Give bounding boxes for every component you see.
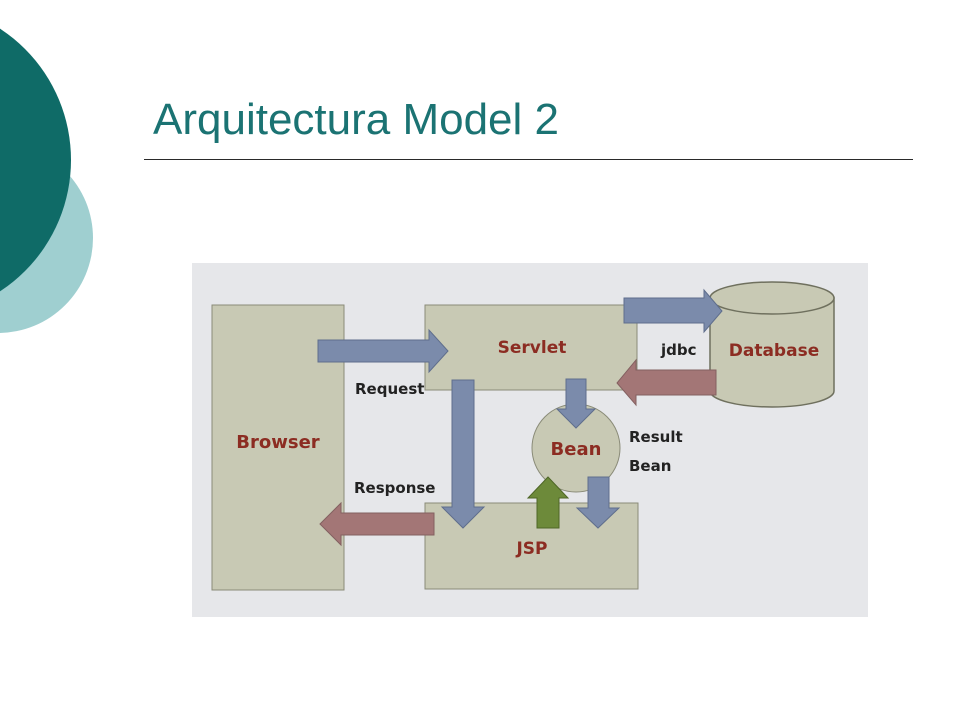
servlet-label: Servlet xyxy=(498,338,567,358)
jsp-to-bean-arrow xyxy=(526,476,570,529)
response-label: Response xyxy=(354,479,435,497)
database-cylinder xyxy=(709,281,835,408)
database-top xyxy=(709,281,835,315)
result-bean-label-line1: Result xyxy=(629,428,683,446)
browser-label: Browser xyxy=(236,432,320,453)
servlet-to-database-arrow xyxy=(623,288,723,334)
architecture-diagram: Browser Servlet JSP Database Bean Reques… xyxy=(192,263,868,617)
title-underline xyxy=(144,159,913,160)
servlet-to-bean-arrow xyxy=(555,378,597,429)
slide-title: Arquitectura Model 2 xyxy=(153,95,559,144)
jdbc-label: jdbc xyxy=(660,341,697,359)
database-body xyxy=(709,297,835,408)
response-arrow xyxy=(319,501,435,547)
bean-label: Bean xyxy=(551,439,602,460)
database-to-servlet-arrow xyxy=(616,358,717,407)
servlet-to-jsp-arrow xyxy=(440,379,486,529)
request-arrow xyxy=(317,328,449,374)
result-bean-label-line2: Bean xyxy=(629,457,671,475)
jsp-label: JSP xyxy=(515,539,547,559)
request-label: Request xyxy=(355,380,424,398)
dark-teal-circle xyxy=(0,28,71,292)
result-bean-arrow xyxy=(575,476,621,529)
database-label: Database xyxy=(729,341,819,361)
